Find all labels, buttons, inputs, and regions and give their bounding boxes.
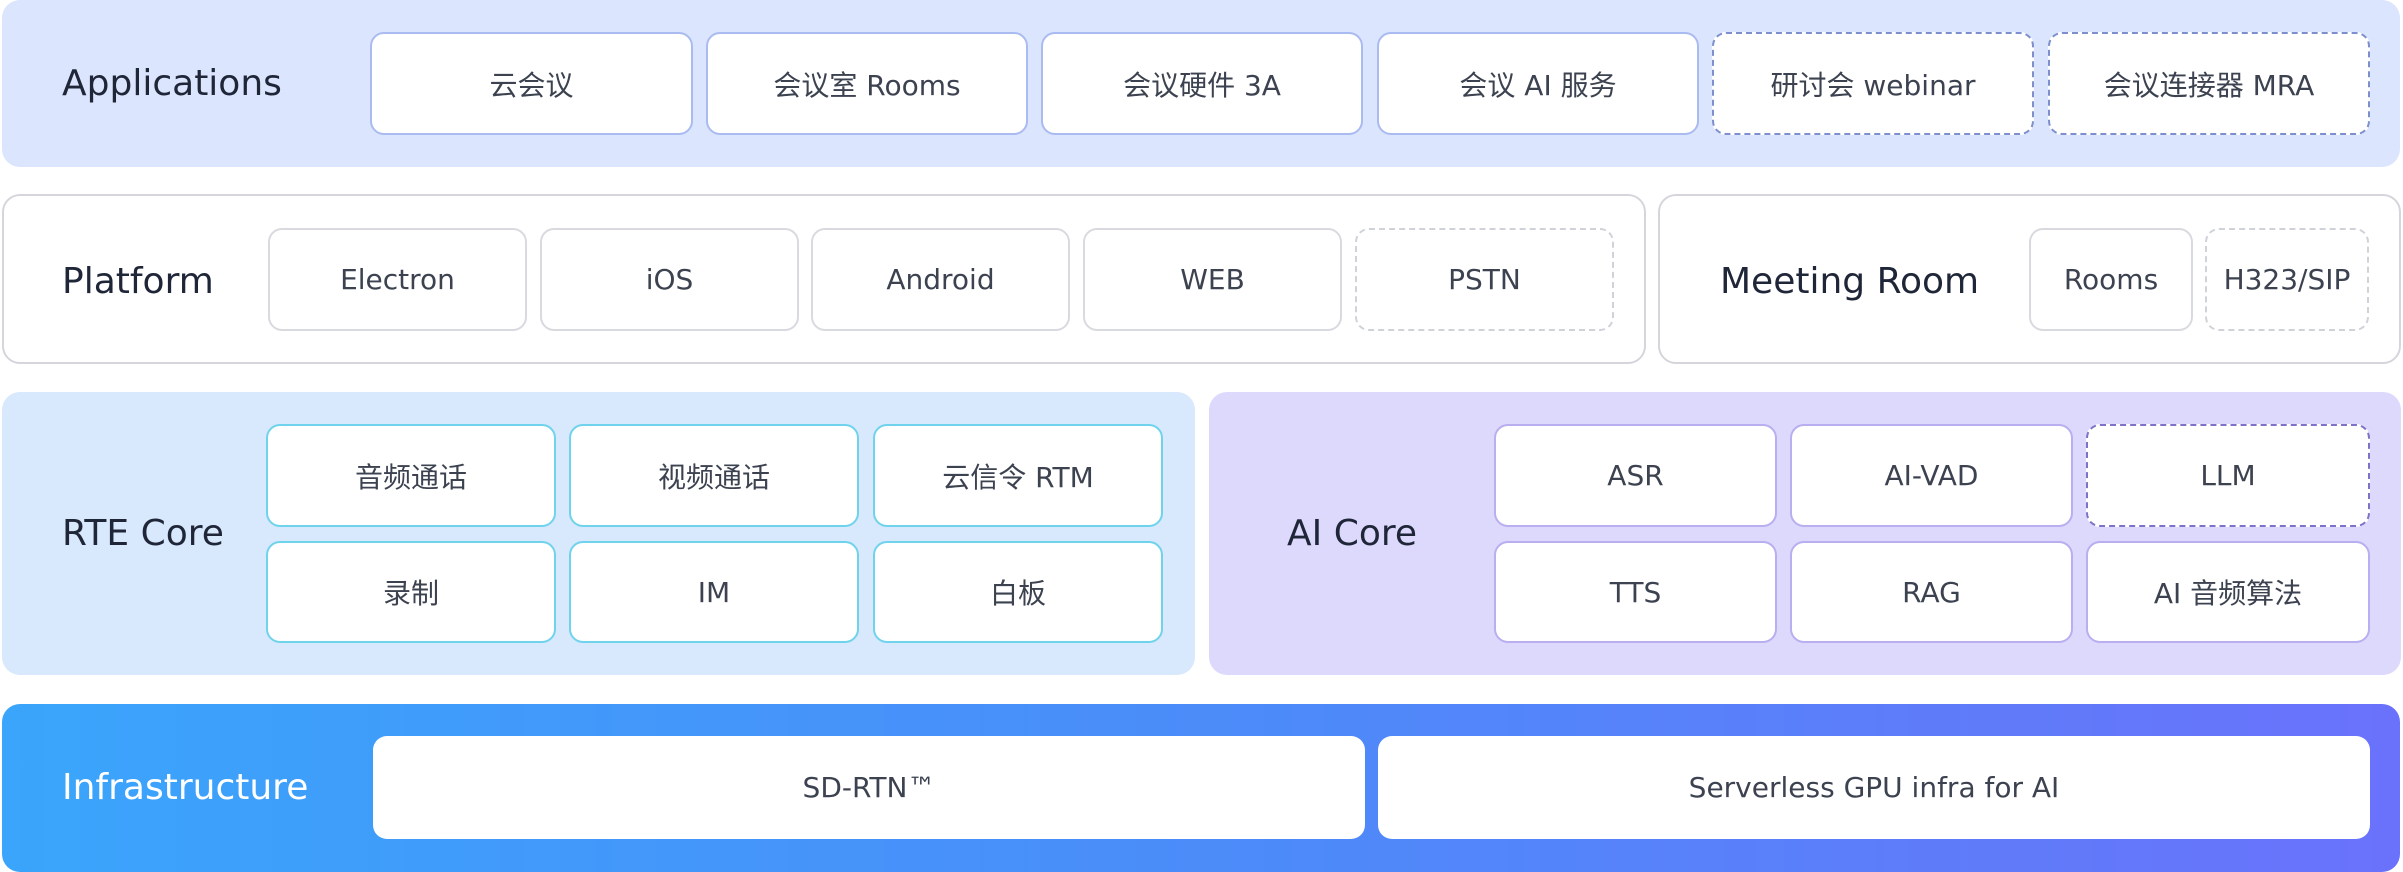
rte-recording: 录制 [266,541,556,643]
platform-web: WEB [1083,228,1342,331]
infra-sd-rtn: SD-RTN™ [373,736,1365,839]
app-webinar: 研讨会 webinar [1712,32,2034,135]
rte-core-label: RTE Core [62,513,224,554]
ai-llm: LLM [2086,424,2370,527]
infrastructure-label: Infrastructure [62,767,309,808]
app-meeting-connector-mra: 会议连接器 MRA [2048,32,2370,135]
meeting-room-h323-sip: H323/SIP [2205,228,2369,331]
app-meeting-rooms: 会议室 Rooms [706,32,1028,135]
rte-video-call: 视频通话 [569,424,859,527]
platform-android: Android [811,228,1070,331]
rte-audio-call: 音频通话 [266,424,556,527]
ai-tts: TTS [1494,541,1777,643]
ai-rag: RAG [1790,541,2073,643]
ai-asr: ASR [1494,424,1777,527]
meeting-room-label: Meeting Room [1720,261,1980,302]
platform-ios: iOS [540,228,799,331]
platform-electron: Electron [268,228,527,331]
infra-serverless-gpu: Serverless GPU infra for AI [1378,736,2370,839]
rte-signaling-rtm: 云信令 RTM [873,424,1163,527]
applications-label: Applications [62,63,282,104]
platform-pstn: PSTN [1355,228,1614,331]
ai-vad: AI-VAD [1790,424,2073,527]
rte-whiteboard: 白板 [873,541,1163,643]
ai-core-label: AI Core [1287,513,1418,554]
app-cloud-meeting: 云会议 [370,32,693,135]
ai-audio-algorithm: AI 音频算法 [2086,541,2370,643]
app-meeting-ai-service: 会议 AI 服务 [1377,32,1699,135]
rte-im: IM [569,541,859,643]
app-meeting-hardware: 会议硬件 3A [1041,32,1363,135]
meeting-room-rooms: Rooms [2029,228,2193,331]
platform-label: Platform [62,261,214,302]
